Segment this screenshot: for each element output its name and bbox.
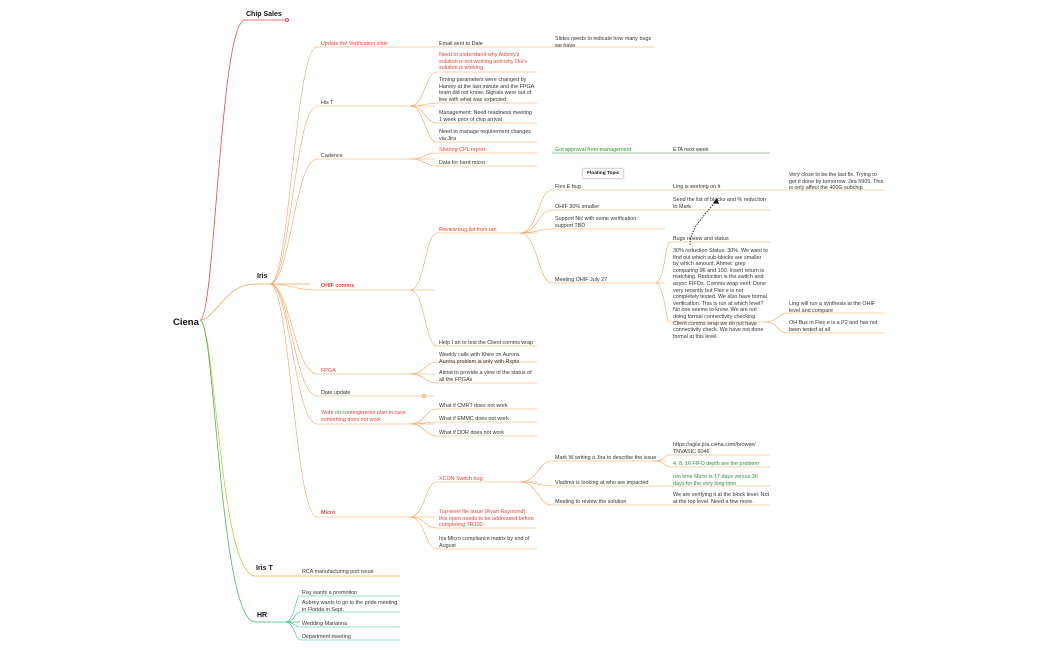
topic-jira-link[interactable]: https://agile.jira.ciena.com/browse/ TNV… [673, 442, 756, 455]
topic-got-approval[interactable]: Got approval from management [555, 147, 632, 153]
topic-email-sent[interactable]: Email sent to Dale [439, 41, 483, 47]
link-root-hr [199, 319, 256, 623]
topic-mark-w[interactable]: Mark W writing a Jira to describe the is… [555, 455, 657, 461]
branch-iris-t[interactable]: Iris T [256, 565, 273, 572]
relationship-arrow [689, 199, 718, 246]
link-root-chipsales [199, 19, 246, 321]
branch-hr[interactable]: HR [257, 612, 268, 619]
topic-cadence[interactable]: Cadence [321, 153, 343, 159]
topic-fpga[interactable]: FPGA [321, 368, 336, 374]
topic-his-t-item-4[interactable]: Need to manage requirement changes via J… [439, 129, 531, 142]
root-topic[interactable]: Ciena [173, 317, 199, 328]
collapse-marker-date[interactable] [422, 394, 426, 398]
topic-what-if-cmrt[interactable]: What if CMRT does not work [439, 403, 508, 409]
topic-sharing-cpl[interactable]: Sharing CPL report [439, 147, 485, 153]
topic-xcon[interactable]: XCON Switch bug [439, 476, 483, 482]
topic-weekly-calls[interactable]: Weekly calls with Khire on Aurora. Auror… [439, 352, 521, 365]
topic-review-bug[interactable]: Review bug list from Ian [439, 227, 497, 233]
topic-micro[interactable]: Micro [321, 510, 336, 516]
link-root-iris [199, 283, 256, 321]
collapse-marker-chipsales[interactable] [285, 18, 289, 22]
topic-update-slide[interactable]: Update the Verification slide [321, 41, 388, 47]
topic-hr-item-2[interactable]: Aubrey wants to go to the pride meeting … [302, 600, 398, 613]
topic-compliance[interactable]: Iris Micro compliance matrix by end of A… [439, 536, 530, 549]
topic-reduction-status[interactable]: 30% reduction Status: 30%. We want to fi… [673, 248, 768, 340]
topic-top-level[interactable]: Top-level file issue (Ryan Raymond): thi… [439, 509, 535, 529]
topic-data-hard-micro[interactable]: Data for hard micro [439, 160, 486, 166]
topic-what-if-ddr[interactable]: What if DDR does not work [439, 430, 505, 436]
topic-meeting-ohif[interactable]: Meeting OHIF July 27 [555, 277, 608, 283]
topic-his-t-item-3[interactable]: Management: Need readiness meeting 1 wee… [439, 110, 532, 123]
topic-his-t-item-2[interactable]: Timing parameters were changed by Harvey… [439, 77, 534, 103]
topic-verifying[interactable]: We are verifying it at the block level. … [673, 492, 770, 505]
topic-eta[interactable]: ETA next week [673, 147, 709, 153]
topic-slides-needs[interactable]: Slides needs to indicate how many bugs w… [555, 36, 652, 49]
topic-date-update[interactable]: Date update [321, 390, 351, 396]
topic-help-ian[interactable]: Help I an to test the Client comms wrap [439, 340, 534, 346]
topic-run-time[interactable]: run time Micro is 17 days versus 36 days… [673, 474, 758, 487]
topic-ling-synthesis[interactable]: Ling will run a synthesis at the OHIF le… [789, 301, 876, 314]
topic-aimat[interactable]: Aimat to provide a view of the status of… [439, 370, 532, 383]
topic-flexe[interactable]: Flex E bug [555, 184, 581, 190]
topic-support-nic[interactable]: Support Nic with some verification suppo… [555, 216, 637, 229]
floating-topic[interactable]: Floating Topic [582, 168, 625, 179]
topic-ohif-comms[interactable]: OHIF comms [321, 283, 355, 289]
topic-hr-item-4[interactable]: Department meeting [302, 634, 351, 640]
branch-iris[interactable]: Iris [257, 273, 268, 280]
topic-send-list[interactable]: Send the list of blocks and % reduction … [673, 197, 766, 210]
topic-ling-working[interactable]: Ling is working on it [673, 184, 721, 190]
topic-meeting-solution[interactable]: Meeting to review the solution [555, 499, 627, 505]
topic-contingencies[interactable]: Work on contingencies plan in case somet… [321, 410, 406, 423]
topic-what-if-emmc[interactable]: What if EMMC does not work [439, 416, 509, 422]
topic-ohif-smaller[interactable]: OHIF 30% smaller [555, 204, 600, 210]
topic-his-t-item-1[interactable]: Need to understand why Aubrey's solution… [439, 52, 527, 72]
topic-rca[interactable]: RCA manufacturing port issue [302, 569, 374, 575]
topic-vladimir[interactable]: Vladimir is looking at who are impacted [555, 480, 649, 486]
topic-his-t[interactable]: His T [321, 100, 334, 106]
branch-chip-sales[interactable]: Chip Sales [246, 11, 282, 18]
topic-very-close[interactable]: Very close to be the last fix. Trying to… [789, 172, 884, 192]
topic-bugs-review[interactable]: Bugs review and status [673, 236, 729, 242]
topic-fifo-depth[interactable]: 4, 8, 16 FIFO depth are the problem [673, 461, 759, 467]
topic-hr-item-3[interactable]: Wedding Marianna [302, 621, 348, 627]
topic-hr-item-1[interactable]: Ray wants a promotion [302, 590, 358, 596]
topic-oh-bus[interactable]: OH Bus in Flex e is a P2 and has not bee… [789, 320, 878, 333]
